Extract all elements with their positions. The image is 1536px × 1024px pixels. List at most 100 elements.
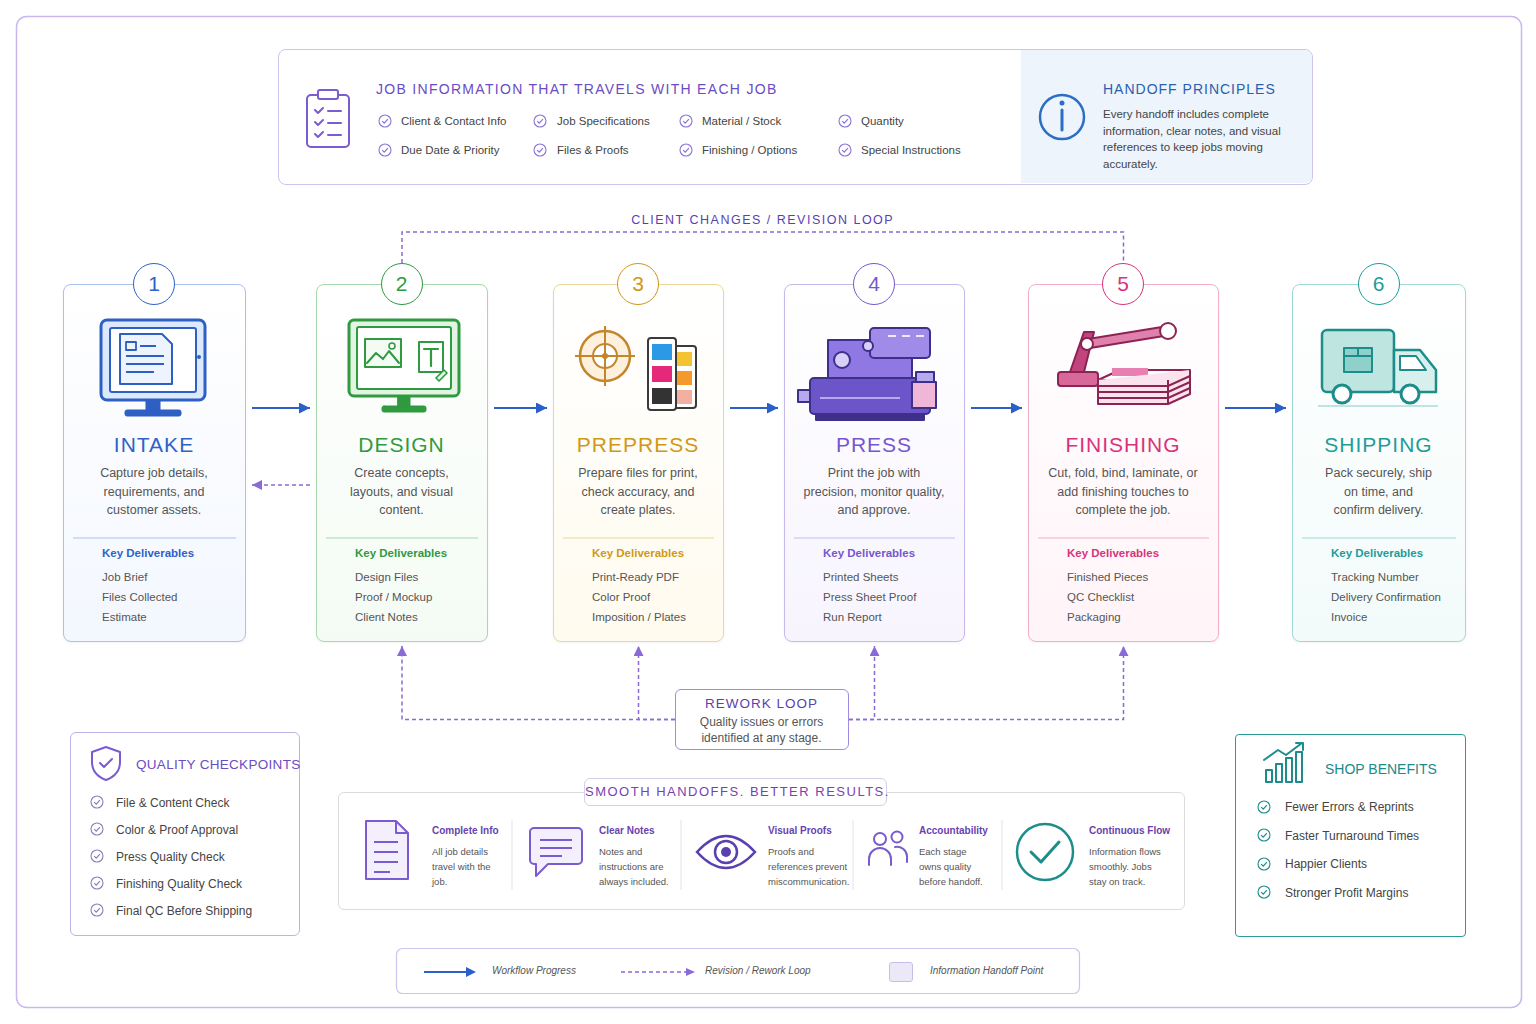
intake-monitor-icon-part <box>126 342 136 350</box>
smooth-box: SMOOTH HANDOFFS. BETTER RESULTS.Complete… <box>338 792 1185 910</box>
panel-heading: SHOP BENEFITS <box>1325 761 1437 777</box>
truck-icon-part <box>1344 348 1372 372</box>
design-monitor-icon-part <box>424 349 438 366</box>
check-icons-quality-part <box>91 904 103 916</box>
intake-monitor-icon-part <box>197 355 201 359</box>
column-dividers-part <box>853 820 854 890</box>
flow-arrow <box>730 407 778 409</box>
benefit-body: Proofs and references prevent miscommuni… <box>768 844 856 889</box>
intake-monitor-icon-part <box>125 410 181 416</box>
loop-body: Quality issues or errors identified at a… <box>680 715 843 746</box>
people-icon-part <box>895 847 907 862</box>
document-icon-part <box>374 842 398 872</box>
stage-title: DESIGN <box>317 433 486 457</box>
check-icons-top-part <box>534 115 546 127</box>
benefit-body: Each stage owns quality before handoff. <box>919 844 987 889</box>
color-swatch-icon-part <box>652 344 672 360</box>
check-icons-top-part <box>680 144 692 156</box>
deliverable-item: Packaging <box>1067 611 1121 623</box>
check-icons-top-part <box>379 115 391 127</box>
truck-icon-part <box>1322 330 1394 392</box>
panel-heading: QUALITY CHECKPOINTS <box>136 757 300 772</box>
check-icons-benefits-part <box>1258 858 1270 870</box>
design-monitor-icon-part <box>382 406 426 412</box>
clipboard-icon-part <box>318 90 338 99</box>
chart-icon <box>1264 743 1303 782</box>
color-swatch-icon-part <box>676 390 692 404</box>
design-monitor-icon-part <box>365 339 401 367</box>
legend-sample-solid-part <box>424 971 468 973</box>
chart-icon-part <box>1296 743 1303 750</box>
benefits-box: SHOP BENEFITSFewer Errors & ReprintsFast… <box>1235 734 1466 937</box>
deliverable-item: Color Proof <box>592 591 650 603</box>
check-icons-quality <box>91 796 103 916</box>
step-number: 6 <box>1358 263 1400 305</box>
stage-dividers-part <box>326 537 478 538</box>
color-swatch-icon-part <box>676 371 692 385</box>
shield-icon <box>92 747 120 780</box>
title-pill: SMOOTH HANDOFFS. BETTER RESULTS. <box>584 778 887 806</box>
flow-arrow <box>1225 407 1286 409</box>
step-number: 4 <box>853 263 895 305</box>
design-monitor-icon-part <box>389 343 395 349</box>
truck-icon-part <box>1333 385 1351 403</box>
benefit-heading: Visual Proofs <box>768 825 832 836</box>
legend-label: Information Handoff Point <box>930 965 1043 976</box>
eye-icon-part <box>721 847 731 857</box>
legend-sample-dashed <box>621 968 695 976</box>
info-icon-part <box>1061 110 1064 130</box>
deliverables-heading: Key Deliverables <box>592 547 684 559</box>
info-icon-part <box>1060 101 1065 106</box>
eye-icon-part <box>715 841 737 863</box>
color-swatch-icon-part <box>652 366 672 382</box>
design-monitor-icon-part <box>398 396 410 406</box>
stage-title: INTAKE <box>64 433 244 457</box>
flow-arrow <box>494 407 547 409</box>
chart-icon-part <box>1276 764 1282 782</box>
deliverable-item: Delivery Confirmation <box>1331 591 1441 603</box>
stage-title: FINISHING <box>1029 433 1217 457</box>
panel-body: Every handoff includes complete informat… <box>1103 106 1295 172</box>
eye-icon-part <box>697 836 755 868</box>
panel-heading: HANDOFF PRINCIPLES <box>1103 81 1276 97</box>
people-icon-part <box>874 833 886 845</box>
stage-dividers <box>73 537 1456 538</box>
people-icon <box>869 832 907 866</box>
press-machine-icon-part <box>888 335 924 337</box>
deliverables-heading: Key Deliverables <box>355 547 447 559</box>
legend-sample-dashed-part <box>686 968 695 976</box>
benefit-heading: Clear Notes <box>599 825 655 836</box>
loop-connector <box>849 646 875 720</box>
checklist-item: Finishing Quality Check <box>116 877 242 891</box>
stage-description: Create concepts, layouts, and visual con… <box>334 464 469 520</box>
info-item: Client & Contact Info <box>401 115 506 127</box>
chart-icon-part <box>1266 770 1272 782</box>
press-machine-icon-part <box>816 414 924 420</box>
design-monitor-icon-part <box>349 320 459 396</box>
stage-title: PRESS <box>785 433 963 457</box>
intake-monitor-icon-part <box>126 346 164 372</box>
stage-box: 4PRESSPrint the job with precision, moni… <box>784 284 965 642</box>
deliverable-item: Imposition / Plates <box>592 611 686 623</box>
info-item: Special Instructions <box>861 144 961 156</box>
benefit-body: Information flows smoothly. Jobs stay on… <box>1089 844 1171 889</box>
step-number: 1 <box>133 263 175 305</box>
deliverables-heading: Key Deliverables <box>102 547 194 559</box>
deliverable-item: Job Brief <box>102 571 147 583</box>
benefit-heading: Accountability <box>919 825 988 836</box>
legend-sample-solid <box>424 967 476 977</box>
legend-box <box>397 949 1080 994</box>
flow-check-icon <box>1017 824 1073 880</box>
deliverables-heading: Key Deliverables <box>1067 547 1159 559</box>
legend-sample-dashed-part <box>621 971 687 973</box>
truck-icon-part <box>1400 356 1426 370</box>
intake-monitor-icon-part <box>146 400 160 410</box>
truck-icon-part <box>1394 350 1436 392</box>
design-monitor-icon-part <box>367 351 399 363</box>
stage-box: 1INTAKECapture job details, requirements… <box>63 284 246 642</box>
deliverable-item: Finished Pieces <box>1067 571 1148 583</box>
press-machine-icon-part <box>828 340 912 378</box>
deliverable-item: Invoice <box>1331 611 1367 623</box>
